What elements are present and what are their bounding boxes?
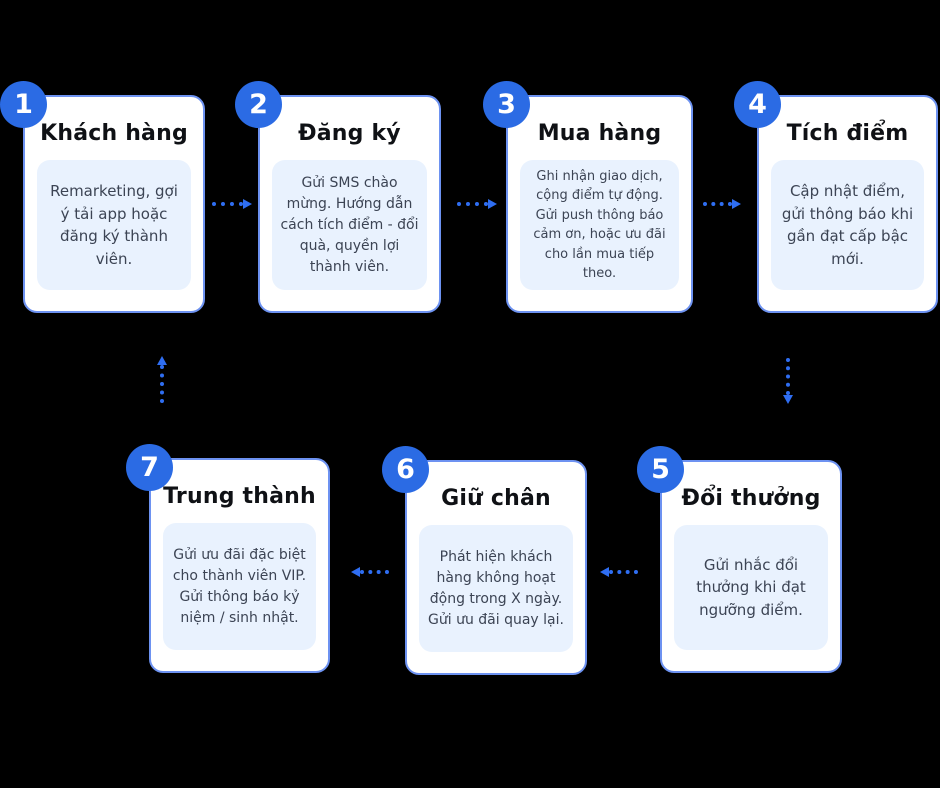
step-number-badge: 4	[734, 81, 781, 128]
arrow-step-3-to-4	[703, 198, 741, 210]
step-title: Giữ chân	[441, 486, 551, 511]
arrowhead-right-icon	[488, 199, 497, 209]
step-card-4-tich-diem: 4 Tích điểm Cập nhật điểm, gửi thông báo…	[734, 81, 938, 313]
arrowhead-up-icon	[157, 356, 167, 365]
step-description-text: Gửi ưu đãi đặc biệt cho thành viên VIP. …	[172, 546, 307, 626]
dotted-line	[609, 570, 638, 574]
step-description: Cập nhật điểm, gửi thông báo khi gần đạt…	[771, 160, 924, 290]
step-number: 4	[748, 89, 767, 120]
step-number: 2	[249, 89, 268, 120]
dotted-line	[212, 202, 243, 206]
step-number-badge: 3	[483, 81, 530, 128]
step-card-6-giu-chan: 6 Giữ chân Phát hiện khách hàng không ho…	[382, 446, 587, 675]
step-description-text: Cập nhật điểm, gửi thông báo khi gần đạt…	[781, 182, 914, 268]
step-card-1-khach-hang: 1 Khách hàng Remarketing, gợi ý tải app …	[0, 81, 205, 313]
dotted-line	[360, 570, 389, 574]
step-card-7-trung-thanh: 7 Trung thành Gửi ưu đãi đặc biệt cho th…	[126, 444, 330, 673]
step-description-text: Gửi nhắc đổi thưởng khi đạt ngưỡng điểm.	[696, 555, 806, 619]
step-description: Remarketing, gợi ý tải app hoặc đăng ký …	[37, 160, 191, 290]
step-card-2-dang-ky: 2 Đăng ký Gửi SMS chào mừng. Hướng dẫn c…	[235, 81, 441, 313]
step-title: Tích điểm	[786, 121, 909, 146]
dotted-line	[160, 365, 164, 403]
arrowhead-left-icon	[351, 567, 360, 577]
dotted-line	[786, 358, 790, 395]
step-number-badge: 6	[382, 446, 429, 493]
step-number: 5	[651, 454, 670, 485]
step-description-text: Remarketing, gợi ý tải app hoặc đăng ký …	[50, 182, 178, 268]
step-card-5-doi-thuong: 5 Đổi thưởng Gửi nhắc đổi thưởng khi đạt…	[637, 446, 842, 673]
step-title: Trung thành	[163, 484, 316, 509]
arrowhead-down-icon	[783, 395, 793, 404]
arrow-step-7-to-1	[156, 356, 168, 403]
arrowhead-left-icon	[600, 567, 609, 577]
step-description: Gửi ưu đãi đặc biệt cho thành viên VIP. …	[163, 523, 316, 650]
step-card-3-mua-hang: 3 Mua hàng Ghi nhận giao dịch, cộng điểm…	[483, 81, 693, 313]
arrowhead-right-icon	[732, 199, 741, 209]
step-description-text: Gửi SMS chào mừng. Hướng dẫn cách tích đ…	[280, 174, 419, 275]
step-description-text: Ghi nhận giao dịch, cộng điểm tự động. G…	[533, 168, 666, 282]
step-description: Gửi SMS chào mừng. Hướng dẫn cách tích đ…	[272, 160, 427, 290]
arrow-step-2-to-3	[457, 198, 497, 210]
step-number-badge: 2	[235, 81, 282, 128]
step-number: 7	[140, 452, 159, 483]
step-number: 3	[497, 89, 516, 120]
step-description: Gửi nhắc đổi thưởng khi đạt ngưỡng điểm.	[674, 525, 828, 650]
step-description-text: Phát hiện khách hàng không hoạt động tro…	[428, 548, 564, 628]
step-number-badge: 7	[126, 444, 173, 491]
arrowhead-right-icon	[243, 199, 252, 209]
step-title: Đổi thưởng	[681, 486, 821, 511]
arrow-step-5-to-6	[600, 566, 638, 578]
step-title: Đăng ký	[298, 121, 401, 146]
step-number-badge: 1	[0, 81, 47, 128]
step-number: 6	[396, 454, 415, 485]
arrow-step-1-to-2	[212, 198, 252, 210]
dotted-line	[703, 202, 732, 206]
step-number-badge: 5	[637, 446, 684, 493]
dotted-line	[457, 202, 488, 206]
arrow-step-6-to-7	[351, 566, 389, 578]
step-title: Mua hàng	[537, 121, 662, 146]
step-description: Phát hiện khách hàng không hoạt động tro…	[419, 525, 573, 652]
step-title: Khách hàng	[40, 121, 188, 146]
step-description: Ghi nhận giao dịch, cộng điểm tự động. G…	[520, 160, 679, 290]
arrow-step-4-to-5	[782, 358, 794, 404]
step-number: 1	[14, 89, 33, 120]
